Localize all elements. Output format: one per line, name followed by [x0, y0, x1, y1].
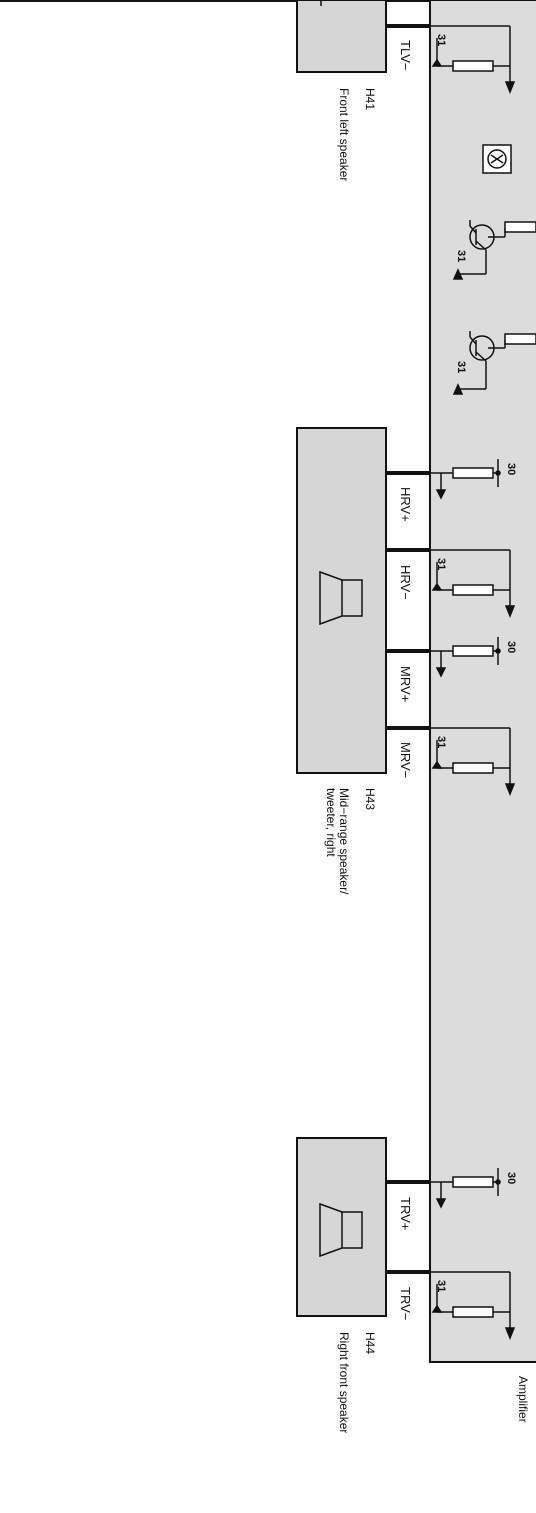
ground-terminal-label: 31: [455, 250, 467, 263]
speaker-h43-name-line1: Mid−range speaker/: [337, 788, 351, 895]
speaker-h43-id: H43: [363, 788, 377, 811]
pin-label-hrv-plus: HRV+: [398, 487, 413, 522]
ground-terminal-label: 31: [435, 1280, 447, 1293]
ground-resistor-tlv: [431, 25, 516, 95]
transistor-1-icon: [452, 220, 536, 280]
speaker-h43-symbol: [319, 570, 363, 626]
supply-resistor-hrv: [431, 459, 501, 500]
speaker-h41-box: [296, 0, 387, 73]
ground-terminal-label: 31: [435, 34, 447, 47]
speaker-h41-id: H41: [363, 88, 377, 111]
amplifier-box: [429, 0, 536, 1363]
ground-resistor-mrv: [431, 727, 516, 797]
speaker-h44-name: Right front speaker: [337, 1332, 351, 1434]
supply-resistor-trv: [431, 1168, 501, 1209]
pin-label-tlv-minus: TLV−: [398, 40, 413, 71]
speaker-h44-symbol: [319, 1202, 363, 1258]
supply-terminal-label: 30: [505, 641, 517, 654]
supply-terminal-label: 30: [505, 463, 517, 476]
supply-resistor-mrv: [431, 637, 501, 678]
pin-label-trv-plus: TRV+: [398, 1197, 413, 1231]
speaker-h41-name: Front left speaker: [337, 88, 351, 182]
pin-label-trv-minus: TRV−: [398, 1287, 413, 1321]
pin-label-mrv-plus: MRV+: [398, 666, 413, 703]
ground-resistor-hrv: [431, 549, 516, 619]
internal-component-icon: [482, 144, 512, 174]
ground-terminal-label: 31: [435, 736, 447, 749]
pin-label-mrv-minus: MRV−: [398, 742, 413, 779]
supply-terminal-label: 30: [505, 1172, 517, 1185]
pin-label-hrv-minus: HRV−: [398, 565, 413, 600]
ground-terminal-label: 31: [435, 558, 447, 571]
ground-resistor-trv: [431, 1271, 516, 1341]
speaker-h43-name-line2: tweeter, right: [324, 788, 338, 857]
transistor-2-icon: [452, 331, 536, 395]
speaker-h44-id: H44: [363, 1332, 377, 1355]
ground-terminal-label: 31: [455, 361, 467, 374]
amplifier-label: Amplifier: [516, 1376, 530, 1423]
